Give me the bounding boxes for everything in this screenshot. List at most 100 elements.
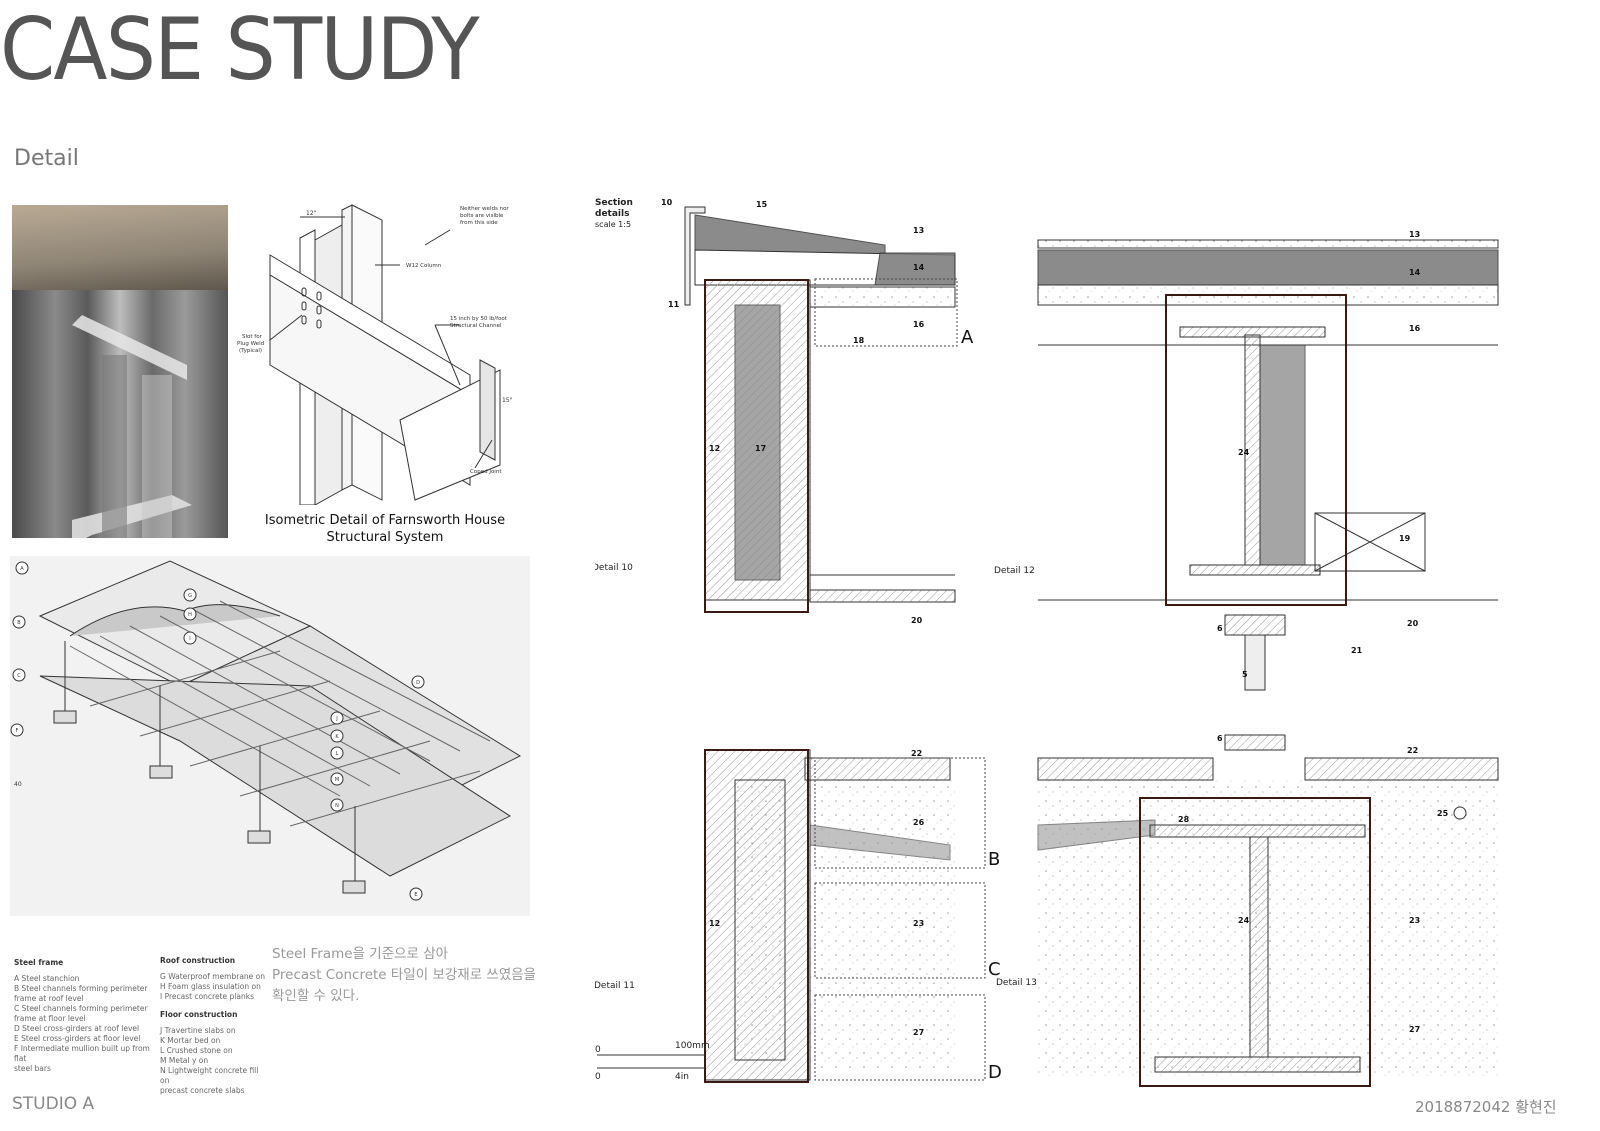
callout-21: 21 [1351, 646, 1363, 655]
callout-23: 23 [913, 919, 924, 928]
legend-steel-item: frame at roof level [14, 994, 84, 1003]
zone-d-box [814, 994, 986, 1081]
marker-l: L [336, 751, 339, 757]
legend-steel-item: F Intermediate mullion built up from fla… [14, 1044, 150, 1063]
isometric-caption: Isometric Detail of Farnsworth House Str… [240, 512, 530, 546]
section-header-2: details [595, 209, 629, 219]
detail10-highlight-box [704, 279, 809, 613]
iso-note-slot-3: (Typical) [239, 348, 262, 354]
legend-floor-item: N Lightweight concrete fill on [160, 1066, 259, 1085]
iso-note-slot-1: Slot for [242, 334, 263, 340]
iso-note-column: W12 Column [406, 263, 442, 269]
callout-12: 12 [709, 444, 720, 453]
exploded-axonometric-drawing: A B C F G H I D J K L M N E 40 [10, 556, 530, 916]
legend-steel-item: C Steel channels forming perimeter [14, 1004, 148, 1013]
legend-steel-item: E Steel cross-girders at floor level [14, 1034, 141, 1043]
callout-10: 10 [661, 198, 673, 207]
callout-13b: 13 [1409, 230, 1420, 239]
zone-letter-b: B [988, 849, 1000, 870]
callout-23b: 23 [1409, 916, 1420, 925]
legend-floor-item: M Metal y on [160, 1056, 209, 1065]
callout-22b: 22 [1407, 746, 1418, 755]
section-details-drawing: Section details scale 1:5 [595, 198, 1499, 1087]
legend-floor-item: K Mortar bed on [160, 1036, 221, 1045]
korean-note: Steel Frame을 기준으로 삼아 Precast Concrete 타일… [272, 944, 552, 1007]
zone-a-box [814, 278, 958, 347]
legend-floor-item: precast concrete slabs [160, 1086, 245, 1095]
callout-15: 15 [756, 200, 768, 209]
detail12-label: Detail 12 [994, 566, 1035, 576]
callout-6: 6 [1217, 624, 1223, 633]
detail13-highlight-box [1139, 797, 1371, 1087]
marker-e: E [414, 892, 417, 898]
exploded-scale-note: 40 [14, 781, 22, 788]
iso-dim-12: 12" [306, 210, 317, 217]
korean-note-line: Precast Concrete 타일이 보강재로 쓰였음을 [272, 967, 537, 983]
marker-m: M [335, 777, 339, 783]
callout-6b: 6 [1217, 734, 1223, 743]
marker-a: A [20, 566, 24, 572]
callout-27: 27 [913, 1028, 924, 1037]
marker-k: K [335, 734, 339, 740]
detail13-label: Detail 13 [996, 978, 1037, 988]
legend-steel-item: steel bars [14, 1064, 51, 1073]
callout-22: 22 [911, 749, 922, 758]
legend-roof-item: G Waterproof membrane on [160, 972, 266, 981]
callout-19: 19 [1399, 534, 1411, 543]
marker-d: D [416, 680, 420, 686]
legend-floor-item: L Crushed stone on [160, 1046, 233, 1055]
legend-steel-item: D Steel cross-girders at roof level [14, 1024, 140, 1033]
korean-note-line: 확인할 수 있다. [272, 988, 360, 1004]
callout-16: 16 [913, 320, 925, 329]
legend-steel-item: A Steel stanchion [14, 974, 80, 983]
zone-letter-c: C [988, 959, 1001, 980]
korean-note-line: Steel Frame을 기준으로 삼아 [272, 946, 449, 962]
iso-note-welds-2: bolts are visible [460, 213, 504, 219]
isometric-caption-line2: Structural System [326, 530, 444, 545]
zone-c-box [814, 882, 986, 979]
marker-b: B [17, 620, 21, 626]
marker-c: C [17, 673, 21, 679]
callout-24b: 24 [1238, 916, 1250, 925]
page-title: CASE STUDY [0, 0, 480, 100]
scale-4in: 4in [675, 1072, 689, 1082]
scale-zero-mm: 0 [595, 1045, 601, 1055]
scale-zero-in: 0 [595, 1072, 601, 1082]
callout-28: 28 [1178, 815, 1190, 824]
iso-dim-15: 15" [502, 397, 513, 404]
legend-floor-item: J Travertine slabs on [160, 1026, 236, 1035]
iso-note-channel-1: 15 inch by 50 lb/foot [450, 316, 508, 322]
callout-26: 26 [913, 818, 925, 827]
legend-roof-item: H Foam glass insulation on [160, 982, 261, 991]
callout-14b: 14 [1409, 268, 1421, 277]
page-subtitle: Detail [14, 146, 79, 171]
detail11-highlight-box [704, 749, 809, 1083]
legend-roof-item: I Precast concrete planks [160, 992, 254, 1001]
steel-corner-photo [12, 205, 228, 538]
detail11-label: Detail 11 [595, 981, 635, 991]
callout-12b: 12 [709, 919, 720, 928]
footer-studio: STUDIO A [12, 1094, 95, 1114]
callout-11: 11 [668, 300, 680, 309]
legend-roof-floor: Roof construction G Waterproof membrane … [160, 956, 270, 1096]
legend-steel-item: B Steel channels forming perimeter [14, 984, 148, 993]
legend-steel-frame: Steel frame A Steel stanchion B Steel ch… [14, 958, 154, 1074]
legend-steel-item: frame at floor level [14, 1014, 86, 1023]
marker-n: N [335, 803, 339, 809]
callout-14: 14 [913, 263, 925, 272]
section-header-3: scale 1:5 [595, 220, 631, 229]
zone-b-box [814, 757, 986, 869]
callout-13: 13 [913, 226, 924, 235]
detail12-highlight-box [1165, 294, 1347, 606]
photo-roof-slab [12, 205, 228, 290]
zone-letter-a: A [961, 327, 974, 348]
callout-17: 17 [755, 444, 766, 453]
marker-g: G [188, 593, 192, 599]
iso-note-welds-1: Neither welds nor [460, 206, 509, 212]
iso-note-welds-3: from this side [460, 220, 498, 226]
callout-18: 18 [853, 336, 865, 345]
callout-24: 24 [1238, 448, 1250, 457]
footer-student-id: 2018872042 황현진 [1415, 1098, 1557, 1116]
marker-h: H [188, 612, 192, 618]
callout-20b: 20 [1407, 619, 1419, 628]
